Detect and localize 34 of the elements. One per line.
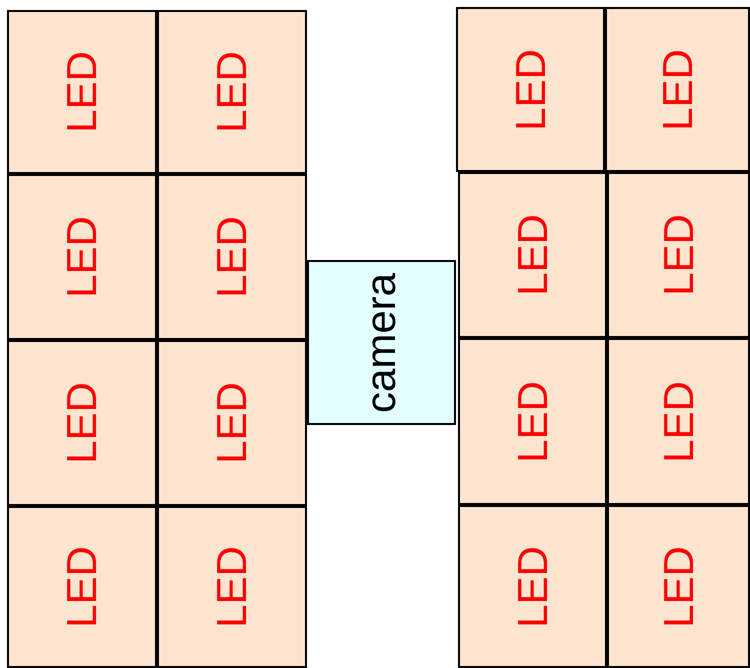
- led-label: LED: [211, 382, 253, 464]
- led-label: LED: [61, 216, 103, 298]
- led-panel: [7, 340, 157, 506]
- led-label: LED: [211, 216, 253, 298]
- led-panel: [7, 174, 157, 340]
- led-label: LED: [61, 546, 103, 628]
- led-label: LED: [510, 48, 552, 130]
- led-panel: [607, 505, 750, 668]
- led-panel: [7, 10, 157, 174]
- led-panel: [157, 10, 307, 174]
- led-label: LED: [658, 214, 700, 296]
- led-panel: [458, 172, 607, 338]
- led-label: LED: [512, 380, 554, 462]
- led-label: LED: [656, 48, 698, 130]
- led-label: LED: [211, 51, 253, 133]
- led-panel: [607, 338, 750, 505]
- led-label: LED: [211, 546, 253, 628]
- led-panel: [605, 7, 750, 172]
- led-label: LED: [61, 382, 103, 464]
- led-panel: [157, 506, 307, 668]
- led-label: LED: [512, 546, 554, 628]
- led-panel: [456, 7, 605, 172]
- led-panel: [458, 505, 607, 668]
- led-panel: [607, 172, 750, 338]
- led-panel: [458, 338, 607, 505]
- led-label: LED: [658, 546, 700, 628]
- led-label: LED: [61, 51, 103, 133]
- camera-label: camera: [360, 272, 402, 413]
- led-label: LED: [512, 214, 554, 296]
- led-panel: [157, 174, 307, 340]
- camera-box: [307, 260, 456, 425]
- led-label: LED: [658, 380, 700, 462]
- led-panel: [7, 506, 157, 668]
- led-panel: [157, 340, 307, 506]
